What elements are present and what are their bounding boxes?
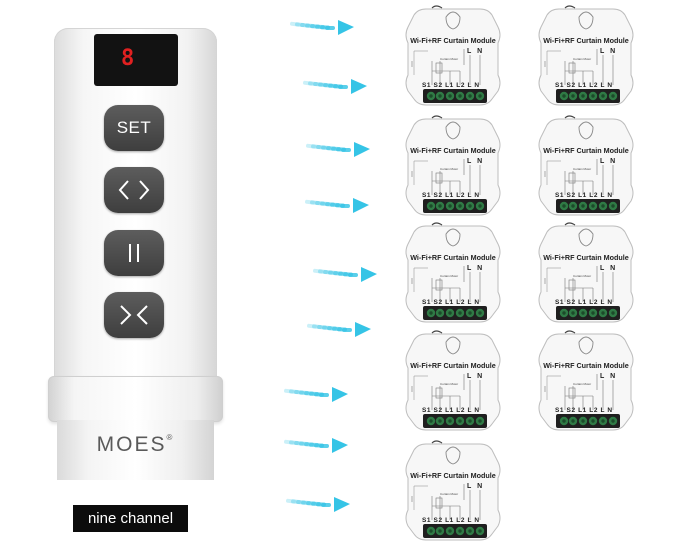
arrow-4 <box>299 186 379 226</box>
curtain-module-8: Wi-Fi+RF Curtain Module L N Curtain Moto… <box>535 330 637 432</box>
arrow-5 <box>307 255 387 295</box>
curtain-module-2: Wi-Fi+RF Curtain Module L N Curtain Moto… <box>535 5 637 107</box>
module-ln-label: L N <box>467 48 485 55</box>
open-button[interactable] <box>104 167 164 213</box>
remote-collar <box>48 376 223 422</box>
module-title: Wi-Fi+RF Curtain Module <box>410 361 496 370</box>
arrow-8 <box>278 426 358 466</box>
curtain-module-4: Wi-Fi+RF Curtain Module L N Curtain Moto… <box>535 115 637 217</box>
curtain-module-1: Wi-Fi+RF Curtain Module L N Curtain Moto… <box>402 5 504 107</box>
module-sub-label: Curtain Motor <box>440 274 459 278</box>
display-digit: 8 <box>121 46 135 71</box>
module-title: Wi-Fi+RF Curtain Module <box>410 253 496 262</box>
pause-icon <box>129 244 139 262</box>
open-icon <box>118 180 150 200</box>
led-display: 8 <box>94 34 178 86</box>
arrow-7 <box>278 375 358 415</box>
arrow-1 <box>284 8 364 48</box>
module-ln-label: L N <box>467 158 485 165</box>
close-button[interactable] <box>104 292 164 338</box>
brand-text: MOES <box>96 433 167 456</box>
module-ln-label: L N <box>467 483 485 490</box>
module-title: Wi-Fi+RF Curtain Module <box>543 253 629 262</box>
module-sub-label: Curtain Motor <box>440 492 459 496</box>
module-ln-label: L N <box>600 48 618 55</box>
module-terminal-labels: S1 S2 L1 L2 L N <box>422 82 480 89</box>
curtain-module-6: Wi-Fi+RF Curtain Module L N Curtain Moto… <box>535 222 637 324</box>
arrow-6 <box>301 310 381 350</box>
brand-mark: ® <box>166 433 175 442</box>
module-sub-label: Curtain Motor <box>573 167 592 171</box>
module-terminal-labels: S1 S2 L1 L2 L N <box>422 299 480 306</box>
module-title: Wi-Fi+RF Curtain Module <box>410 471 496 480</box>
curtain-module-5: Wi-Fi+RF Curtain Module L N Curtain Moto… <box>402 222 504 324</box>
module-sub-label: Curtain Motor <box>440 382 459 386</box>
module-terminal-labels: S1 S2 L1 L2 L N <box>555 192 613 199</box>
module-sub-label: Curtain Motor <box>573 274 592 278</box>
curtain-module-9: Wi-Fi+RF Curtain Module L N Curtain Moto… <box>402 440 504 542</box>
module-terminal-labels: S1 S2 L1 L2 L N <box>555 82 613 89</box>
set-button[interactable]: SET <box>104 105 164 151</box>
module-ln-label: L N <box>600 158 618 165</box>
module-terminal-labels: S1 S2 L1 L2 L N <box>422 407 480 414</box>
module-terminal-labels: S1 S2 L1 L2 L N <box>422 517 480 524</box>
module-terminal-labels: S1 S2 L1 L2 L N <box>422 192 480 199</box>
remote-bottom: MOES® <box>57 420 214 480</box>
pause-button[interactable] <box>104 230 164 276</box>
module-sub-label: Curtain Motor <box>573 382 592 386</box>
remote-control: 8 SET MOES® <box>48 28 223 480</box>
module-terminal-labels: S1 S2 L1 L2 L N <box>555 407 613 414</box>
module-ln-label: L N <box>600 265 618 272</box>
arrow-2 <box>297 67 377 107</box>
module-sub-label: Curtain Motor <box>440 167 459 171</box>
module-sub-label: Curtain Motor <box>440 57 459 61</box>
module-title: Wi-Fi+RF Curtain Module <box>543 146 629 155</box>
module-sub-label: Curtain Motor <box>573 57 592 61</box>
close-icon <box>120 305 148 325</box>
curtain-module-3: Wi-Fi+RF Curtain Module L N Curtain Moto… <box>402 115 504 217</box>
arrow-9 <box>280 485 360 525</box>
module-ln-label: L N <box>600 373 618 380</box>
curtain-module-7: Wi-Fi+RF Curtain Module L N Curtain Moto… <box>402 330 504 432</box>
remote-body: 8 SET <box>54 28 217 380</box>
module-title: Wi-Fi+RF Curtain Module <box>543 361 629 370</box>
caption-label: nine channel <box>73 505 188 532</box>
arrow-3 <box>300 130 380 170</box>
module-ln-label: L N <box>467 373 485 380</box>
module-title: Wi-Fi+RF Curtain Module <box>410 146 496 155</box>
set-button-label: SET <box>116 118 152 137</box>
module-terminal-labels: S1 S2 L1 L2 L N <box>555 299 613 306</box>
module-ln-label: L N <box>467 265 485 272</box>
module-title: Wi-Fi+RF Curtain Module <box>543 36 629 45</box>
brand-logo: MOES® <box>57 433 214 457</box>
module-title: Wi-Fi+RF Curtain Module <box>410 36 496 45</box>
